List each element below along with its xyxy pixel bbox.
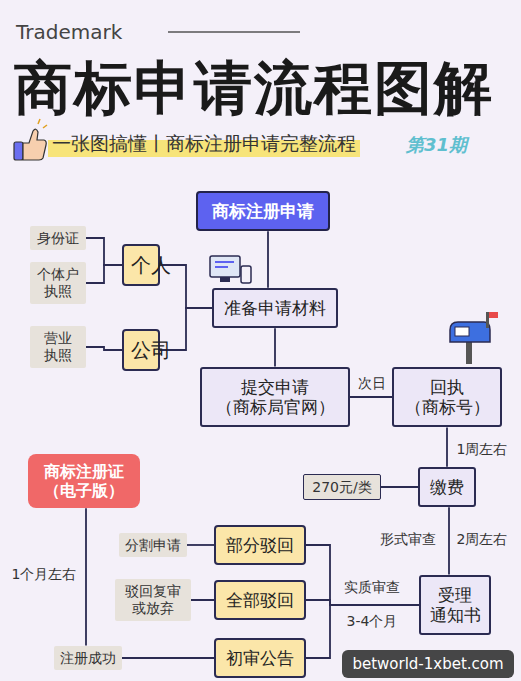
connector-line <box>160 308 212 350</box>
subtitle: 一张图搞懂丨商标注册申请完整流程 <box>48 131 360 157</box>
icon-phone <box>241 266 251 283</box>
icon-screen-line <box>215 266 228 268</box>
header-word: Trademark <box>16 20 122 44</box>
node-text: 公司 <box>131 339 151 361</box>
connector-line <box>160 265 212 308</box>
node-text: 缴费 <box>430 477 464 497</box>
icon-monitor <box>210 256 240 277</box>
process-box: 缴费 <box>418 467 476 507</box>
fee-box: 270元/类 <box>303 474 380 501</box>
node-text: 分割申请 <box>125 537 181 554</box>
edge-label: 次日 <box>356 375 388 393</box>
icon-stand <box>220 277 230 282</box>
icon-flag <box>489 312 498 318</box>
node-text: 个体户 执照 <box>36 266 80 300</box>
node-text: 270元/类 <box>312 479 371 496</box>
process-box: 回执 （商标号） <box>392 367 502 428</box>
connector-line <box>86 347 122 350</box>
node-text: 提交申请 （商标局官网） <box>212 377 338 418</box>
process-box: 准备申请材料 <box>212 288 338 328</box>
node-text: 受理 通知书 <box>430 585 481 626</box>
time-note: 3-4个月 <box>345 613 400 631</box>
connector-line <box>122 657 214 659</box>
material-box: 个体户 执照 <box>30 262 86 304</box>
connector-line <box>350 396 392 398</box>
material-box: 营业 执照 <box>30 326 86 368</box>
connector-line <box>274 328 276 366</box>
icon-flag-pole <box>486 312 489 328</box>
node-text: 部分驳回 <box>226 535 294 555</box>
icon-spark <box>43 125 47 128</box>
title: 商标申请流程图解 <box>14 50 494 128</box>
result-box: 公司 <box>122 329 160 371</box>
edge-label: 1周左右 <box>455 441 510 459</box>
thumbs-up-icon <box>14 119 47 160</box>
node-text: 营业 执照 <box>36 330 80 364</box>
icon-post <box>466 340 472 364</box>
connector-line <box>446 427 448 466</box>
node-text: 注册成功 <box>60 650 116 667</box>
icon-screen-line <box>215 261 234 263</box>
watermark: betworld-1xbet.com <box>342 650 513 678</box>
connector-line <box>448 507 450 574</box>
icon-box <box>450 322 490 342</box>
result-box: 初审公告 <box>214 638 306 678</box>
connector-line <box>187 544 214 546</box>
material-box: 身份证 <box>30 226 86 251</box>
node-text: 商标注册申请 <box>212 201 314 221</box>
start-box: 商标注册申请 <box>196 191 330 231</box>
connector-line <box>86 238 122 265</box>
node-text: 商标注册证 （电子版） <box>34 462 134 500</box>
icon-hand <box>23 129 46 160</box>
node-text: 初审公告 <box>226 648 294 668</box>
mailbox-icon <box>450 312 498 364</box>
edge-label: 实质审查 <box>342 579 402 597</box>
connector-line <box>306 545 419 605</box>
process-box: 受理 通知书 <box>419 575 491 636</box>
connector-line <box>86 265 122 283</box>
result-box: 个人 <box>122 244 160 286</box>
node-text: 个人 <box>131 254 151 276</box>
node-text: 身份证 <box>37 230 79 247</box>
icon-cuff <box>14 142 23 160</box>
material-box: 分割申请 <box>119 533 187 558</box>
icon-letter <box>455 327 469 336</box>
certificate-box: 商标注册证 （电子版） <box>28 454 140 508</box>
node-text: 回执 （商标号） <box>404 377 490 418</box>
node-text: 准备申请材料 <box>224 298 326 318</box>
node-text: 驳回复审 或放弃 <box>121 583 185 617</box>
connector-line <box>85 508 87 645</box>
connector-line <box>191 599 214 601</box>
material-box: 驳回复审 或放弃 <box>115 579 191 621</box>
edge-label: 1个月左右 <box>10 566 79 584</box>
header-rule <box>168 31 300 33</box>
computer-icon <box>210 256 251 283</box>
result-box: 全部驳回 <box>214 580 306 620</box>
connector-line <box>267 231 269 288</box>
issue-mark: 第31期 <box>406 133 467 157</box>
node-text: 全部驳回 <box>226 590 294 610</box>
connector-line <box>381 486 418 488</box>
material-box: 注册成功 <box>54 646 122 671</box>
result-box: 部分驳回 <box>214 525 306 565</box>
process-box: 提交申请 （商标局官网） <box>200 367 350 428</box>
step-note: 形式审查 <box>378 531 438 549</box>
edge-label: 2周左右 <box>455 531 510 549</box>
